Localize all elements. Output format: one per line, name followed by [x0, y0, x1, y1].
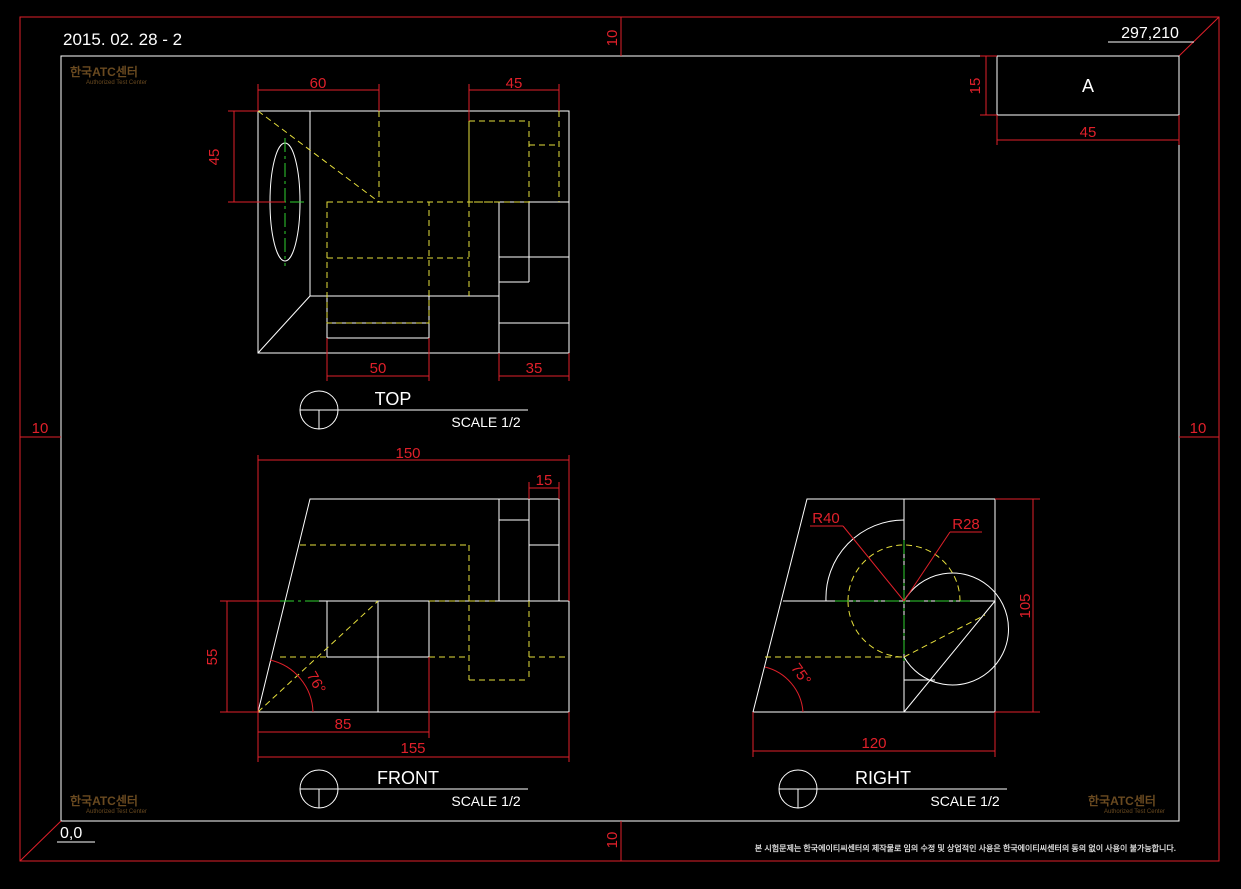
svg-text:Authorized Test Center: Authorized Test Center	[86, 809, 147, 815]
top-view-title: TOP	[375, 389, 412, 409]
top-dim-50: 50	[370, 360, 387, 377]
margin-bottom-label: 10	[604, 832, 621, 849]
svg-text:0,0: 0,0	[60, 825, 82, 842]
logo-bottom-right: 한국ATC센터 Authorized Test Center	[1088, 793, 1165, 815]
top-view: 60 45 45 50 35	[206, 75, 570, 381]
footer-notice: 본 시험문제는 한국에이티씨센터의 제작물로 임의 수정 및 상업적인 사용은 …	[755, 843, 1176, 853]
logo-bottom-left: 한국ATC센터 Authorized Test Center	[70, 793, 147, 815]
top-dim-45-width: 45	[506, 75, 523, 92]
right-view-scale: SCALE 1/2	[930, 793, 999, 809]
right-radius-r28: R28	[952, 516, 980, 533]
title-block-height-dim: 15	[967, 78, 984, 95]
title-block: A 15 45	[967, 55, 1180, 145]
top-view-scale: SCALE 1/2	[451, 414, 520, 430]
front-dim-85: 85	[335, 716, 352, 733]
right-radius-r40: R40	[812, 510, 840, 527]
right-dim-105: 105	[1017, 593, 1034, 618]
top-dim-45-height: 45	[206, 149, 223, 166]
margin-dimensions: 10 10 10 10	[20, 17, 1219, 861]
front-view: 150 15 55 85 155 76°	[204, 445, 570, 762]
svg-text:Authorized Test Center: Authorized Test Center	[1104, 809, 1165, 815]
right-view-title: RIGHT	[855, 768, 911, 788]
logo-top-left: 한국ATC센터 Authorized Test Center	[70, 64, 147, 86]
front-dim-15: 15	[536, 472, 553, 489]
right-view-label: RIGHT SCALE 1/2	[778, 768, 1007, 809]
top-view-label: TOP SCALE 1/2	[299, 389, 528, 430]
front-view-scale: SCALE 1/2	[451, 793, 520, 809]
front-view-title: FRONT	[377, 768, 439, 788]
margin-left-label: 10	[32, 420, 49, 437]
front-angle-76: 76°	[303, 669, 329, 697]
front-dim-55: 55	[204, 649, 221, 666]
svg-text:Authorized Test Center: Authorized Test Center	[86, 80, 147, 86]
date-code: 2015. 02. 28 - 2	[63, 30, 182, 49]
svg-text:한국ATC센터: 한국ATC센터	[1088, 793, 1156, 808]
svg-text:한국ATC센터: 한국ATC센터	[70, 64, 138, 79]
margin-right-label: 10	[1190, 420, 1207, 437]
title-block-width-dim: 45	[1080, 124, 1097, 141]
sheet-size-label: 297,210	[1108, 25, 1194, 43]
right-dim-120: 120	[861, 735, 886, 752]
title-block-letter: A	[1082, 76, 1094, 96]
top-dim-35: 35	[526, 360, 543, 377]
top-dim-60: 60	[310, 75, 327, 92]
right-view: R40 R28 105 120 75°	[752, 498, 1040, 757]
svg-text:297,210: 297,210	[1121, 25, 1179, 42]
origin-label: 0,0	[57, 825, 95, 843]
front-dim-150: 150	[395, 445, 420, 462]
margin-top-label: 10	[604, 30, 621, 47]
right-angle-75: 75°	[787, 660, 814, 688]
sheet-border	[19, 16, 1220, 862]
front-view-label: FRONT SCALE 1/2	[299, 768, 528, 809]
svg-text:한국ATC센터: 한국ATC센터	[70, 793, 138, 808]
front-dim-155: 155	[400, 740, 425, 757]
